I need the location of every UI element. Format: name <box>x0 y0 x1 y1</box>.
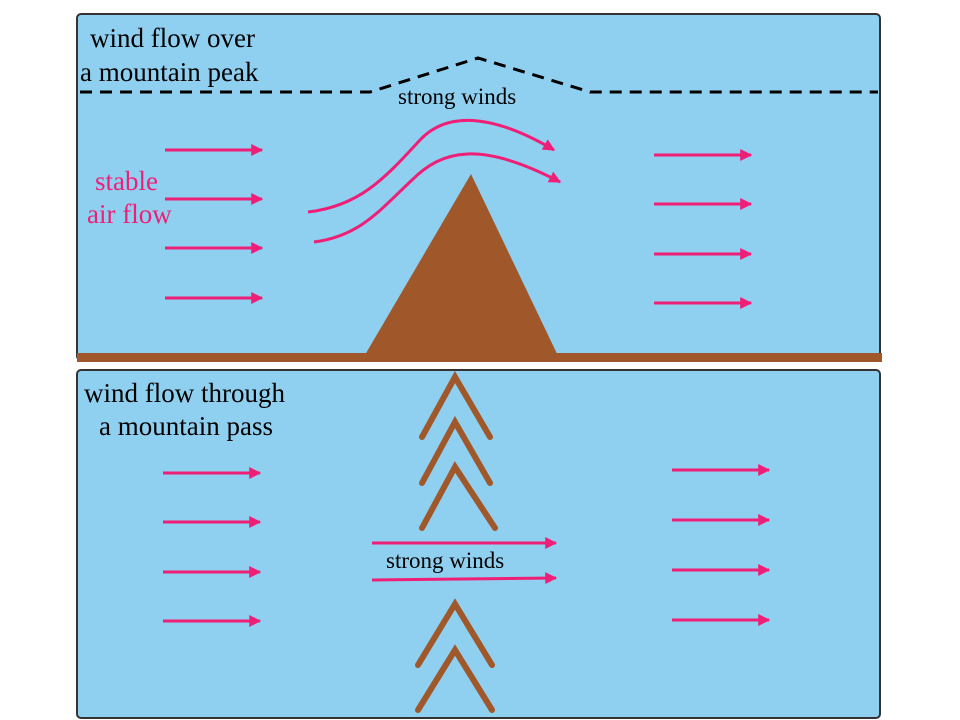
bottom-panel-title-line2: a mountain pass <box>99 411 273 441</box>
mountain-range-lower <box>415 598 495 713</box>
mountain-range-upper <box>419 370 498 531</box>
top-strong-winds-label: strong winds <box>398 84 516 109</box>
right-wind-arrows-bottom <box>672 464 771 626</box>
mountain-peak <box>362 174 560 360</box>
right-wind-arrows-top <box>654 149 753 309</box>
left-wind-arrows-top <box>165 144 264 304</box>
bottom-panel-title-line1: wind flow through <box>84 378 285 408</box>
top-panel: wind flow over a mountain peak stable ai… <box>76 13 882 362</box>
curved-wind-arrow-upper <box>307 119 556 214</box>
bottom-panel: wind flow through a mountain pass strong… <box>76 369 881 719</box>
bottom-strong-winds-label: strong winds <box>386 548 504 573</box>
pass-wind-arrows <box>371 537 558 585</box>
mountain-ridge-chevron <box>419 370 493 440</box>
top-panel-title-line1: wind flow over <box>90 23 255 53</box>
left-wind-arrows-bottom <box>163 467 262 627</box>
mountain-ridge-chevron <box>415 598 495 668</box>
mountain-ridge-chevron <box>415 644 495 713</box>
top-panel-title-line2: a mountain peak <box>80 57 259 87</box>
wind-arrow <box>371 572 558 585</box>
mountain-ridge-chevron <box>419 415 493 486</box>
stable-flow-label-line2: air flow <box>87 199 172 229</box>
stable-flow-label-line1: stable <box>95 166 158 196</box>
dashed-air-boundary <box>80 56 878 94</box>
mountain-ridge-chevron <box>419 461 498 531</box>
curved-wind-arrow-lower <box>313 152 562 244</box>
